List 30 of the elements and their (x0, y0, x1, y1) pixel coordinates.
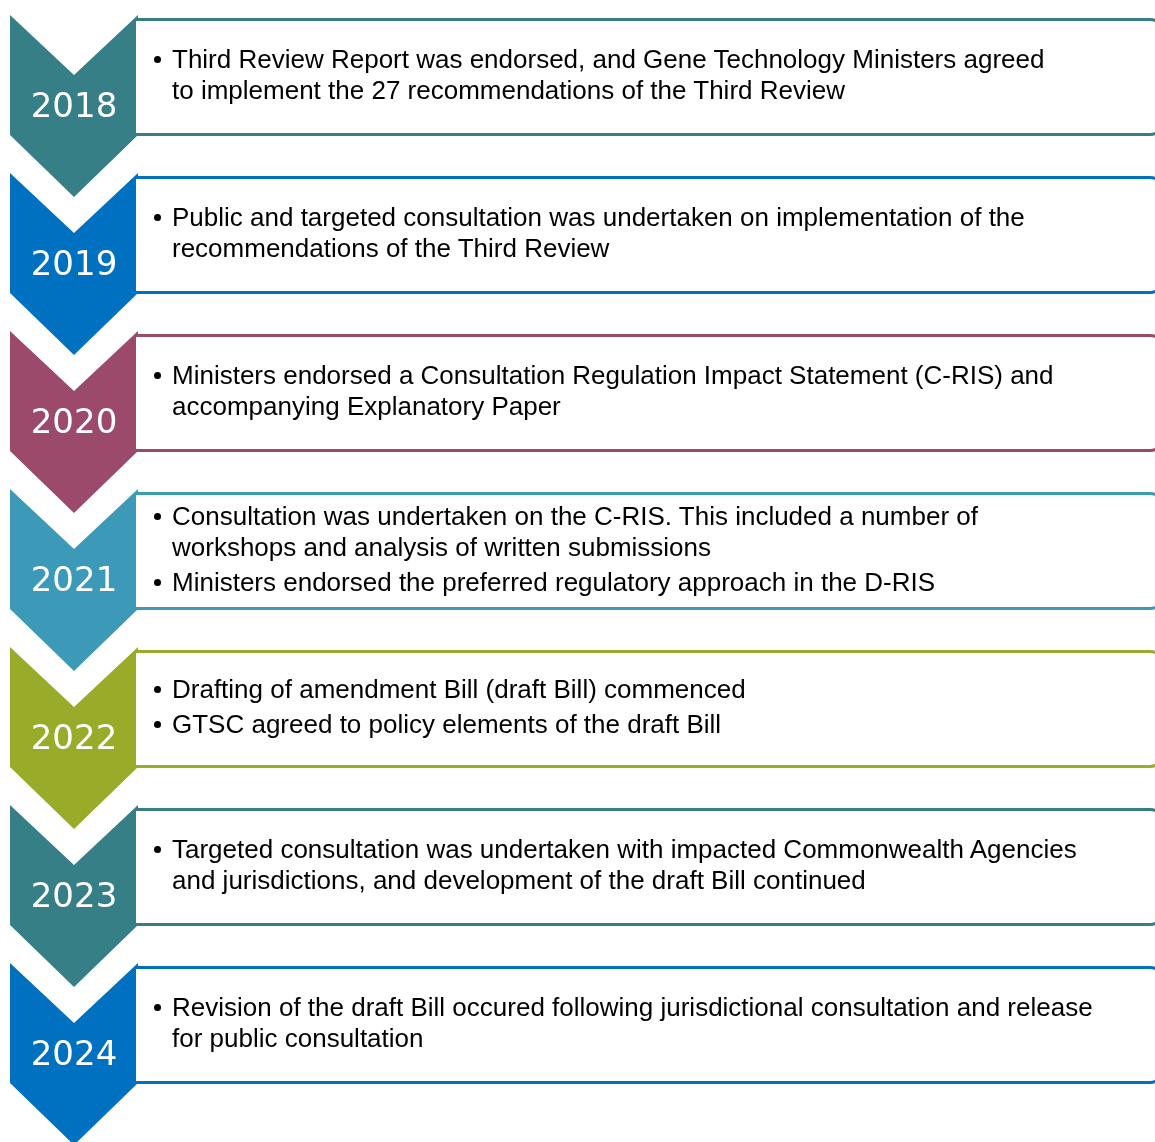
year-label: 2023 (29, 875, 119, 915)
year-label: 2021 (29, 559, 119, 599)
bullet-text: Ministers endorsed the preferred regulatory approach in the D-RIS (172, 566, 937, 598)
event-panel (136, 808, 1155, 926)
event-panel (136, 966, 1155, 1084)
chevron-marker (10, 963, 138, 1142)
year-label: 2024 (29, 1033, 119, 1073)
bullet-text: Public and targeted consultation was undertaken on implementation of the recommendations of the Third Review (172, 202, 1026, 264)
year-label: 2019 (29, 243, 119, 283)
chevron-marker (10, 489, 138, 671)
year-label: 2018 (29, 85, 119, 125)
year-label: 2022 (29, 717, 119, 757)
chevron-marker (10, 805, 138, 987)
bullet-text: GTSC agreed to policy elements of the draft Bill (172, 709, 723, 740)
event-panel (136, 650, 1155, 768)
chevron-marker (10, 173, 138, 355)
bullet-text: Targeted consultation was undertaken with impacted Commonwealth Agencies and jurisdictions, and development of the draft Bill continued (172, 834, 1078, 896)
chevron-marker (10, 15, 138, 197)
event-panel (136, 18, 1155, 136)
bullet-text: Ministers endorsed a Consultation Regulation Impact Statement (C-RIS) and accompanying Explanatory Paper (172, 360, 1055, 422)
year-label: 2020 (29, 401, 119, 441)
bullet-text: Third Review Report was endorsed, and Gene Technology Ministers agreed to implement the 27 recommendations of the Third Review (172, 44, 1046, 106)
bullet-text: Consultation was undertaken on the C-RIS. This included a number of workshops and analysis of written submissions (172, 500, 979, 563)
chevron-marker (10, 647, 138, 829)
event-panel (136, 176, 1155, 294)
bullet-text: Revision of the draft Bill occured following jurisdictional consultation and release for public consultation (172, 992, 1094, 1054)
event-panel (136, 492, 1155, 610)
bullet-text: Drafting of amendment Bill (draft Bill) commenced (172, 674, 747, 705)
event-panel (136, 334, 1155, 452)
chevron-marker (10, 331, 138, 513)
